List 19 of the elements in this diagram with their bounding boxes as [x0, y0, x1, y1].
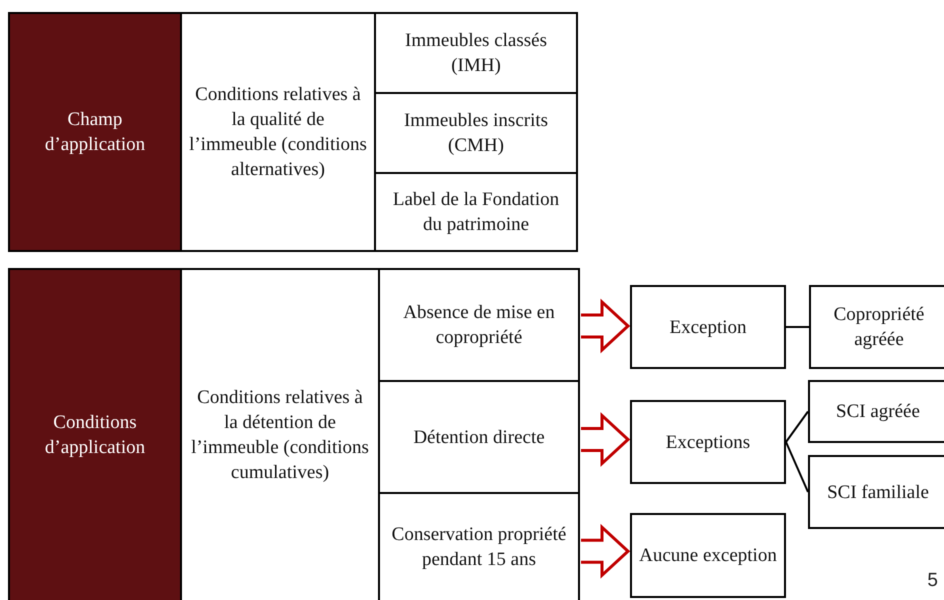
- criterion-cell: Absence de mise en copropriété: [378, 268, 580, 382]
- condition-group-cell: Conditions relatives à la qualité de l’immeuble (conditions alternatives): [180, 12, 376, 252]
- exception-detail-box: SCI agréée: [808, 380, 944, 443]
- exception-detail-box: Copropriété agréée: [809, 285, 944, 369]
- block-arrow: [580, 412, 630, 467]
- block-arrow: [580, 298, 630, 354]
- exception-box: Exception: [630, 285, 786, 369]
- exception-detail-box: SCI familiale: [808, 455, 944, 529]
- exception-box: Aucune exception: [630, 513, 786, 598]
- page-number: 5: [927, 570, 938, 592]
- criterion-cell: Immeubles classés (IMH): [374, 12, 578, 94]
- exception-box: Exceptions: [630, 400, 786, 484]
- connector-line: [785, 442, 809, 492]
- connector-line: [786, 326, 809, 328]
- block-arrow: [580, 524, 630, 579]
- category-header-cell: Conditions d’application: [8, 268, 182, 600]
- connector-line: [785, 410, 809, 443]
- category-header-cell: Champ d’application: [8, 12, 182, 252]
- criterion-cell: Label de la Fondation du patrimoine: [374, 172, 578, 252]
